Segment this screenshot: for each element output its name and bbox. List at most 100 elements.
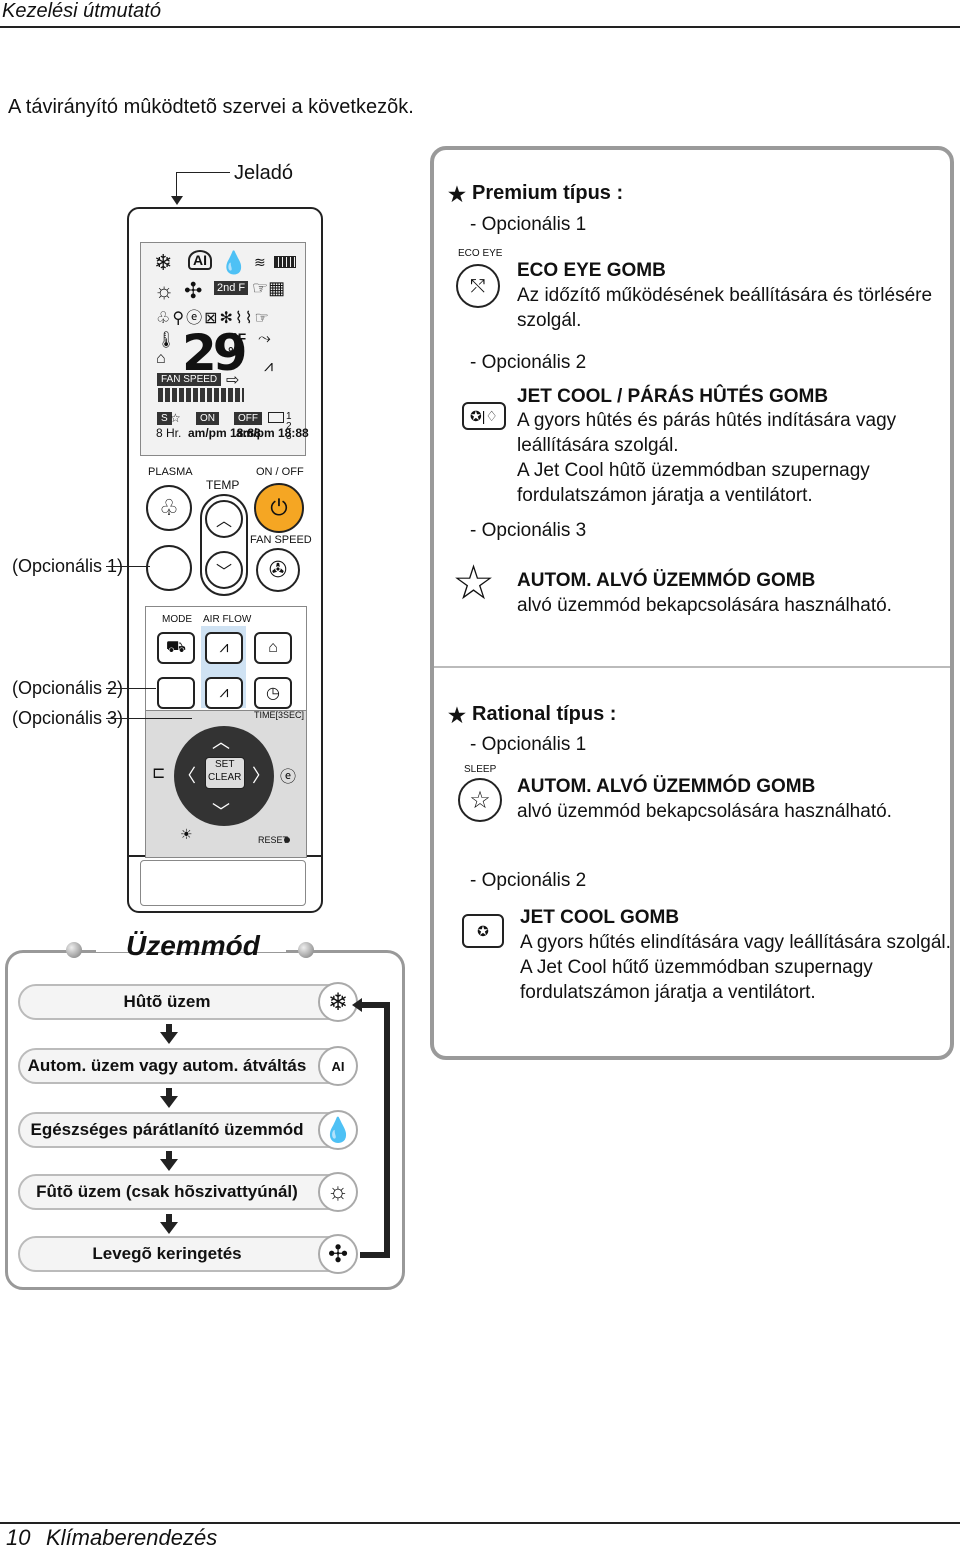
- ai-icon: AI: [318, 1046, 358, 1086]
- lcd-timer-off: OFF: [234, 412, 262, 425]
- air-flow-label: AIR FLOW: [203, 614, 252, 625]
- lcd-row3-icons: ♧⚲ⓔ⊠✻⌇⌇☞: [156, 310, 271, 327]
- footer-page-number: 10: [6, 1525, 31, 1550]
- rational-opt1: - Opcionális 1: [470, 734, 587, 755]
- temp-label: TEMP: [206, 478, 240, 492]
- chevron-up-icon: ︿: [215, 513, 232, 530]
- header-rule: [0, 26, 960, 28]
- transmitter-arrow-icon: [171, 196, 183, 205]
- car-mode-icon: ⛟: [165, 639, 187, 656]
- lcd-timer-s: S: [157, 412, 172, 425]
- lcd-hr: 8 Hr.: [156, 426, 182, 440]
- eco-eye-icon: ⤲: [456, 264, 500, 308]
- optional3-label: (Opcionális 3): [12, 708, 124, 728]
- lcd-num2: 2: [286, 421, 292, 432]
- optional2-button[interactable]: [157, 677, 195, 709]
- timer-button[interactable]: ◷: [254, 677, 292, 709]
- temp-down-button[interactable]: ﹀: [205, 551, 243, 589]
- transmitter-label: Jeladó: [234, 162, 293, 184]
- lcd-timer-on: ON: [196, 412, 219, 425]
- light-icon: ☀: [180, 826, 193, 842]
- rational-sleep-desc: alvó üzemmód bekapcsolására használható.: [517, 801, 892, 822]
- droplet-icon: 💧: [318, 1110, 358, 1150]
- lcd-num3: 3: [286, 431, 292, 442]
- jet-cool-desc2: leállítására szolgál.: [517, 435, 679, 456]
- dpad-right-button[interactable]: 〉: [252, 766, 270, 786]
- lcd-time1: am/pm 18:88: [188, 426, 261, 440]
- mode-title: Üzemmód: [126, 930, 260, 961]
- mode-row-auto: Autom. üzem vagy autom. átváltás: [18, 1048, 356, 1084]
- optional1-button[interactable]: [146, 545, 192, 591]
- mode-row-dehumidify: Egészséges párátlanító üzemmód: [18, 1112, 356, 1148]
- fan-icon: ✣: [318, 1234, 358, 1274]
- optional2-label: (Opcionális 2): [12, 678, 124, 698]
- set-clear-button[interactable]: [205, 757, 245, 789]
- lcd-jet-icon: ⤳: [258, 330, 271, 347]
- set-label: SET: [215, 759, 235, 770]
- premium-opt3: - Opcionális 3: [470, 520, 587, 541]
- down-arrow-3-icon: [160, 1159, 178, 1171]
- lcd-droplet-icon: 💧: [220, 250, 248, 275]
- lcd-signal-icon: ≋: [254, 254, 266, 270]
- dpad-up-button[interactable]: ︿: [212, 732, 230, 752]
- optional3-pointer: [106, 718, 192, 719]
- intro-text: A távirányító mûködtetõ szervei a követk…: [8, 96, 414, 118]
- lcd-battery-icon: [274, 256, 296, 268]
- plasma-button[interactable]: ♧: [146, 485, 192, 531]
- fan-icon: ✇: [268, 557, 288, 582]
- mode-label-cooling: Hûtõ üzem: [123, 992, 211, 1011]
- transmitter-line-vert: [176, 172, 177, 198]
- options-panel: [430, 146, 954, 1060]
- optional1-pointer: [106, 566, 150, 567]
- lcd-arrow-icon: ⇨: [226, 372, 240, 389]
- lcd-calendar-icon: [268, 412, 284, 423]
- lcd-fan-icon: ✣: [184, 278, 203, 303]
- onoff-label: ON / OFF: [256, 466, 304, 478]
- dpad-left-button[interactable]: 〈: [178, 766, 196, 786]
- air-flow-button[interactable]: ⩘: [205, 632, 243, 664]
- mode-row-cooling: Hûtõ üzem: [18, 984, 356, 1020]
- lcd-snowflake-icon: ❄: [154, 250, 173, 275]
- swing-button[interactable]: ⩘: [205, 677, 243, 709]
- down-arrow-4-icon: [160, 1222, 178, 1234]
- lcd-star-icon: ☆: [170, 411, 181, 425]
- mode-row-heating: Fûtõ üzem (csak hõszivattyúnál): [18, 1174, 356, 1210]
- airflow-icon: ⩘: [219, 639, 229, 656]
- jet-cool-desc1: A gyors hûtés és párás hûtés indítására …: [517, 410, 897, 431]
- down-arrow-2-icon: [160, 1096, 178, 1108]
- optional2-pointer: [106, 688, 156, 689]
- reset-button[interactable]: [284, 837, 290, 843]
- dpad-down-button[interactable]: ﹀: [212, 802, 230, 822]
- eco-eye-desc1: Az időzítő működésének beállítására és t…: [517, 285, 933, 306]
- power-button[interactable]: ⏻: [254, 483, 304, 533]
- premium-opt1: - Opcionális 1: [470, 214, 587, 235]
- fan-speed-button[interactable]: ✇: [256, 548, 300, 592]
- chevron-down-icon: ﹀: [215, 564, 232, 581]
- sleep-button-icon: ☆: [458, 778, 502, 822]
- premium-star-icon: ★: [448, 184, 466, 206]
- temp-up-button[interactable]: ︿: [205, 500, 243, 538]
- fan-speed-label: FAN SPEED: [250, 534, 312, 546]
- reset-label: RESET: [258, 835, 289, 845]
- mode-label-heating: Fûtõ üzem (csak hõszivattyúnál): [36, 1182, 298, 1201]
- mode-label-fan: Levegõ keringetés: [92, 1244, 242, 1263]
- panel-bolt-left-icon: [66, 942, 82, 958]
- mode-title-gap: [96, 948, 286, 952]
- lcd-thermo-icon: 🌡: [156, 332, 177, 349]
- rational-opt2: - Opcionális 2: [470, 870, 587, 891]
- rational-star-icon: ★: [448, 705, 466, 727]
- rational-title: Rational típus :: [472, 703, 617, 725]
- optional1-label: (Opcionális 1): [12, 556, 124, 576]
- rational-sleep-title: AUTOM. ALVÓ ÜZEMMÓD GOMB: [517, 776, 816, 797]
- eco-e-icon: ⓔ: [280, 769, 297, 786]
- lcd-hand-icon: ☞▦: [252, 278, 286, 298]
- sleep-button-label: SLEEP: [464, 764, 497, 775]
- jet-cool-title: JET COOL / PÁRÁS HÛTÉS GOMB: [517, 386, 829, 407]
- mode-button[interactable]: ⛟: [157, 632, 195, 664]
- room-temp-button[interactable]: ⌂: [254, 632, 292, 664]
- mode-label-auto: Autom. üzem vagy autom. átváltás: [27, 1056, 307, 1075]
- tree-icon: ♧: [159, 495, 179, 520]
- jet-cool-desc3: A Jet Cool hûtõ üzemmódban szupernagy: [517, 460, 870, 481]
- rational-jet-title: JET COOL GOMB: [520, 907, 680, 928]
- lcd-house-icon: ⌂: [156, 350, 166, 367]
